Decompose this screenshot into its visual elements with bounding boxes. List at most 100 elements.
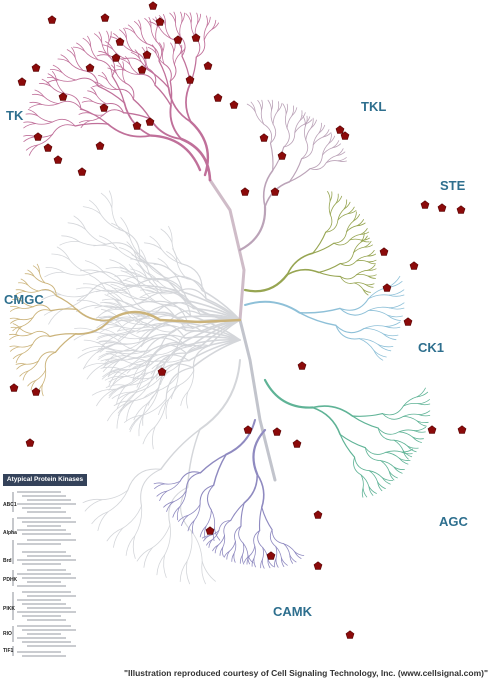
branch-other bbox=[96, 306, 117, 319]
branch-agc bbox=[418, 414, 431, 417]
branch-other bbox=[119, 247, 137, 259]
branch-other bbox=[100, 284, 137, 292]
kinase-marker bbox=[203, 61, 213, 70]
branch-other bbox=[142, 398, 167, 416]
branch-other bbox=[51, 253, 70, 261]
branch-tk bbox=[29, 103, 42, 109]
branch-cmgc bbox=[41, 384, 44, 397]
branch-other bbox=[98, 235, 119, 250]
branch-other bbox=[89, 274, 107, 290]
branch-other bbox=[132, 363, 143, 381]
branch-camk bbox=[275, 558, 279, 568]
branch-ste bbox=[325, 214, 333, 233]
branch-camk bbox=[166, 501, 175, 512]
branch-agc bbox=[377, 427, 400, 435]
branch-tk bbox=[52, 118, 76, 127]
branch-tkl bbox=[325, 155, 338, 164]
branch-ck1 bbox=[339, 298, 369, 311]
branch-other bbox=[108, 190, 113, 208]
branch-other bbox=[118, 391, 138, 400]
branch-camk bbox=[199, 525, 207, 538]
branch-other bbox=[168, 267, 188, 279]
branch-cmgc bbox=[21, 317, 34, 327]
kinase-marker bbox=[335, 125, 345, 134]
atypical-kinases-title: Atypical Protein Kinases bbox=[3, 474, 87, 486]
branch-ste bbox=[339, 252, 355, 264]
branch-ste bbox=[333, 239, 351, 246]
branch-camk bbox=[206, 539, 213, 546]
branch-camk bbox=[253, 545, 256, 559]
branch-camk bbox=[222, 535, 226, 548]
branch-tk bbox=[78, 112, 90, 115]
branch-agc bbox=[399, 457, 409, 465]
branch-agc bbox=[351, 413, 384, 417]
branch-ck1 bbox=[373, 350, 384, 361]
branch-camk bbox=[212, 453, 227, 487]
branch-camk bbox=[214, 527, 221, 541]
branch-other bbox=[119, 229, 141, 259]
branch-other bbox=[91, 388, 116, 396]
group-label-tk: TK bbox=[6, 108, 24, 123]
branch-other bbox=[84, 499, 103, 512]
branch-ck1 bbox=[363, 325, 386, 329]
branch-ste bbox=[339, 260, 357, 266]
branch-agc bbox=[360, 474, 370, 487]
branch-ste bbox=[312, 231, 327, 254]
kinase-marker bbox=[33, 132, 43, 141]
kinase-marker bbox=[205, 526, 215, 535]
branch-tkl bbox=[322, 147, 333, 156]
branch-tk bbox=[27, 109, 39, 117]
branch-other bbox=[124, 364, 152, 377]
branch-tk bbox=[66, 49, 76, 58]
branch-other bbox=[187, 370, 195, 393]
branch-ste bbox=[286, 268, 320, 276]
branch-cmgc bbox=[9, 317, 20, 320]
branch-other bbox=[139, 329, 152, 341]
branch-camk bbox=[176, 506, 180, 521]
branch-cmgc bbox=[19, 317, 34, 321]
branch-tk bbox=[140, 29, 148, 45]
branch-other bbox=[91, 511, 109, 525]
kinase-marker bbox=[420, 200, 430, 209]
branch-cmgc bbox=[44, 351, 56, 371]
branch-tk bbox=[49, 69, 63, 73]
branch-camk bbox=[262, 547, 269, 560]
branch-tk bbox=[112, 49, 126, 60]
branch-camk bbox=[163, 501, 175, 508]
kinase-marker bbox=[456, 205, 466, 214]
branch-camk bbox=[243, 473, 258, 504]
branch-tk bbox=[158, 60, 170, 89]
branch-cmgc bbox=[30, 380, 37, 391]
branch-tk bbox=[68, 61, 84, 71]
branch-agc bbox=[377, 427, 395, 441]
branch-other bbox=[150, 354, 190, 366]
branch-tk bbox=[96, 94, 107, 105]
branch-agc bbox=[398, 429, 415, 433]
branch-tkl bbox=[282, 103, 287, 115]
branch-tk bbox=[96, 54, 110, 57]
branch-ste bbox=[327, 191, 331, 202]
kinase-marker bbox=[77, 167, 87, 176]
branch-ste bbox=[356, 222, 366, 227]
branch-other bbox=[100, 192, 113, 208]
branch-other bbox=[135, 337, 182, 351]
branch-other bbox=[180, 391, 189, 406]
group-label-agc: AGC bbox=[439, 514, 468, 529]
branch-other bbox=[157, 301, 194, 312]
branch-other bbox=[93, 244, 119, 250]
branch-camk bbox=[252, 428, 267, 476]
branch-other bbox=[128, 360, 146, 368]
branch-other bbox=[100, 321, 121, 327]
branch-other bbox=[158, 374, 179, 391]
branch-tkl bbox=[263, 123, 273, 144]
branch-cmgc bbox=[15, 326, 23, 336]
branch-tk bbox=[203, 25, 208, 41]
branch-other bbox=[142, 426, 156, 445]
branch-other bbox=[125, 375, 154, 386]
branch-tk bbox=[78, 120, 90, 124]
branch-tkl bbox=[261, 99, 263, 111]
branch-other bbox=[109, 259, 128, 271]
branch-cmgc bbox=[75, 308, 111, 322]
branch-other bbox=[168, 374, 179, 400]
